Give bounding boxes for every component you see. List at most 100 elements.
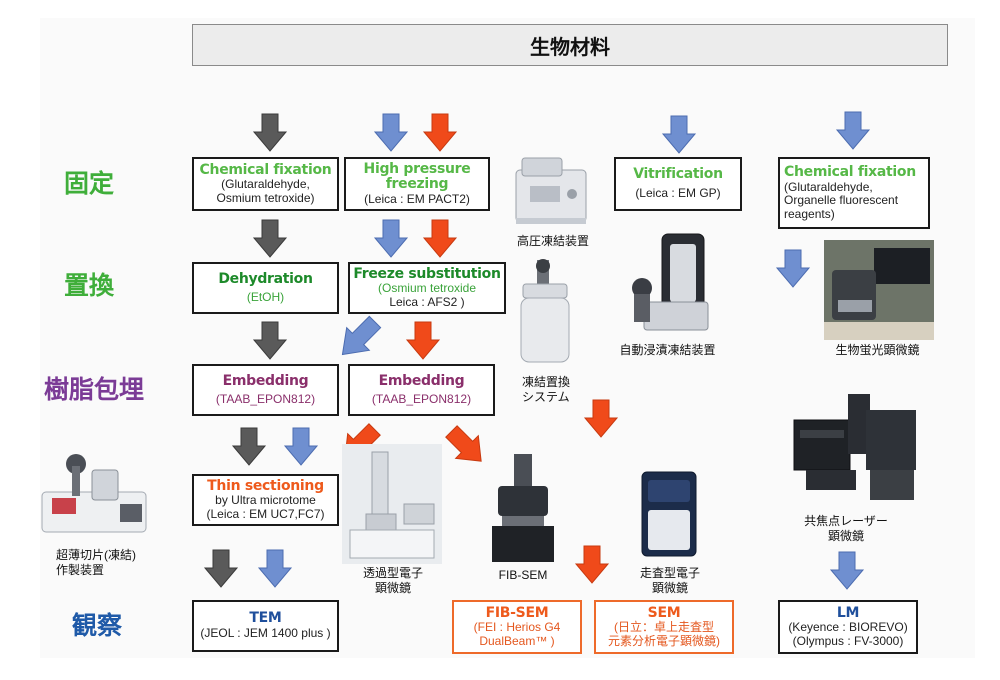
box-detail: Osmium tetroxide) xyxy=(216,190,315,205)
caption-sem: 走査型電子 顕微鏡 xyxy=(625,566,715,596)
box-title: SEM xyxy=(647,604,681,621)
box-chemical-fixation-1: Chemical fixation (Glutaraldehyde, Osmiu… xyxy=(192,157,339,211)
box-detail: 元素分析電子顕微鏡) xyxy=(608,633,720,648)
down-arrow-icon xyxy=(661,115,697,154)
stage-label-embedding: 樹脂包埋 xyxy=(44,375,145,404)
box-detail: (JEOL : JEM 1400 plus ) xyxy=(200,626,331,641)
caption-tem: 透過型電子 顕微鏡 xyxy=(348,566,438,596)
down-arrow-icon xyxy=(203,549,239,588)
box-title: High pressure xyxy=(363,160,471,177)
down-arrow-icon xyxy=(373,219,409,258)
down-arrow-icon xyxy=(574,545,610,584)
stage-label-observation: 観察 xyxy=(72,611,123,640)
box-detail: (Glutaraldehyde, xyxy=(221,177,310,192)
diagonal-arrow-icon xyxy=(341,315,382,356)
freeze-substitution-system-icon xyxy=(520,259,570,363)
box-title: Dehydration xyxy=(218,270,313,287)
plunge-freezer-icon xyxy=(632,233,709,331)
down-arrow-icon xyxy=(422,219,458,258)
down-arrow-icon xyxy=(231,427,267,466)
caption-line: 顕微鏡 xyxy=(374,581,411,595)
fib-sem-instrument-icon xyxy=(492,454,554,562)
sem-instrument-icon xyxy=(641,471,697,557)
caption-fluorescence-microscope: 生物蛍光顕微鏡 xyxy=(835,343,920,357)
down-arrow-icon xyxy=(422,113,458,152)
box-detail: reagents) xyxy=(784,206,835,221)
down-arrow-icon xyxy=(835,111,871,150)
box-fib-sem: FIB-SEM (FEI : Herios G4 DualBeam™ ) xyxy=(452,600,582,654)
box-detail: (Olympus : FV-3000) xyxy=(792,633,904,648)
box-detail: (Leica : EM GP) xyxy=(635,186,721,201)
box-thin-sectioning: Thin sectioning by Ultra microtome (Leic… xyxy=(192,474,339,526)
caption-line: 作製装置 xyxy=(56,563,105,577)
down-arrow-icon xyxy=(775,249,811,288)
box-detail: (TAAB_EPON812) xyxy=(371,391,472,406)
box-sem: SEM (日立：卓上走査型 元素分析電子顕微鏡) xyxy=(594,600,734,654)
confocal-microscope-icon xyxy=(793,394,916,500)
box-detail: DualBeam™ ) xyxy=(479,633,555,648)
box-detail: (Leica : EM UC7,FC7) xyxy=(206,506,325,521)
box-title: TEM xyxy=(249,610,282,627)
box-lm: LM (Keyence : BIOREVO) (Olympus : FV-300… xyxy=(778,600,918,654)
box-embedding-2: Embedding (TAAB_EPON812) xyxy=(348,364,495,416)
caption-line: 顕微鏡 xyxy=(651,581,688,595)
fluorescence-microscope-icon xyxy=(824,240,934,340)
box-detail: (Keyence : BIOREVO) xyxy=(788,620,908,635)
box-high-pressure-freezing: High pressure freezing (Leica : EM PACT2… xyxy=(344,157,490,211)
box-detail: (TAAB_EPON812) xyxy=(215,391,316,406)
box-dehydration: Dehydration (EtOH) xyxy=(192,262,339,314)
down-arrow-icon xyxy=(252,219,288,258)
box-detail: (Osmium tetroxide xyxy=(377,281,477,296)
box-title: Thin sectioning xyxy=(207,477,324,494)
caption-line: 走査型電子 xyxy=(639,566,700,580)
diagonal-arrow-icon xyxy=(445,425,482,462)
box-detail: Organelle fluorescent xyxy=(784,193,899,208)
caption-confocal: 共焦点レーザー 顕微鏡 xyxy=(786,514,906,544)
ultramicrotome-icon xyxy=(41,454,147,533)
caption-microtome: 超薄切片(凍結) 作製装置 xyxy=(56,548,166,578)
box-detail: (Glutaraldehyde, xyxy=(784,179,873,194)
box-embedding-1: Embedding (TAAB_EPON812) xyxy=(192,364,339,416)
box-chemical-fixation-2: Chemical fixation (Glutaraldehyde, Organ… xyxy=(778,157,930,229)
caption-line: 顕微鏡 xyxy=(827,529,864,543)
box-freeze-substitution: Freeze substitution (Osmium tetroxide Le… xyxy=(348,262,506,314)
box-detail: (Leica : EM PACT2) xyxy=(364,191,470,206)
box-title: Embedding xyxy=(222,372,309,389)
caption-immersion-device: 自動浸漬凍結装置 xyxy=(619,343,716,357)
caption-line: 透過型電子 xyxy=(362,566,423,580)
box-tem: TEM (JEOL : JEM 1400 plus ) xyxy=(192,600,339,652)
box-title: Freeze substitution xyxy=(353,265,501,282)
box-detail: (日立：卓上走査型 xyxy=(614,620,714,635)
box-title: Vitrification xyxy=(633,166,723,183)
box-title: Chemical fixation xyxy=(784,164,916,180)
down-arrow-icon xyxy=(252,321,288,360)
caption-line: 共焦点レーザー xyxy=(804,514,888,528)
down-arrow-icon xyxy=(405,321,441,360)
caption-line: 凍結置換 xyxy=(522,375,571,389)
caption-fs-system: 凍結置換 システム xyxy=(522,375,602,405)
box-title: Chemical fixation xyxy=(199,161,332,178)
box-title: freezing xyxy=(385,176,449,193)
box-detail: (FEI : Herios G4 xyxy=(473,620,561,635)
box-detail: (EtOH) xyxy=(246,289,285,304)
caption-fib-sem: FIB-SEM xyxy=(498,568,548,582)
stage-label-fixation: 固定 xyxy=(64,169,115,198)
box-detail: by Ultra microtome xyxy=(215,493,316,508)
box-title: LM xyxy=(836,604,860,621)
stage-label-substitution: 置換 xyxy=(64,271,115,300)
box-vitrification: Vitrification (Leica : EM GP) xyxy=(614,157,742,211)
caption-line: 超薄切片(凍結) xyxy=(56,548,136,562)
caption-line: システム xyxy=(522,390,570,404)
down-arrow-icon xyxy=(283,427,319,466)
caption-hpf-device: 高圧凍結装置 xyxy=(516,234,589,248)
tem-instrument-icon xyxy=(342,444,442,564)
box-detail: Leica : AFS2 ) xyxy=(389,294,465,309)
high-pressure-freezer-icon xyxy=(515,157,587,224)
box-title: Embedding xyxy=(378,372,465,389)
page-title: 生物材料 xyxy=(192,24,948,66)
down-arrow-icon xyxy=(373,113,409,152)
down-arrow-icon xyxy=(257,549,293,588)
box-title: FIB-SEM xyxy=(485,604,549,621)
down-arrow-icon xyxy=(829,551,865,590)
down-arrow-icon xyxy=(583,399,619,438)
